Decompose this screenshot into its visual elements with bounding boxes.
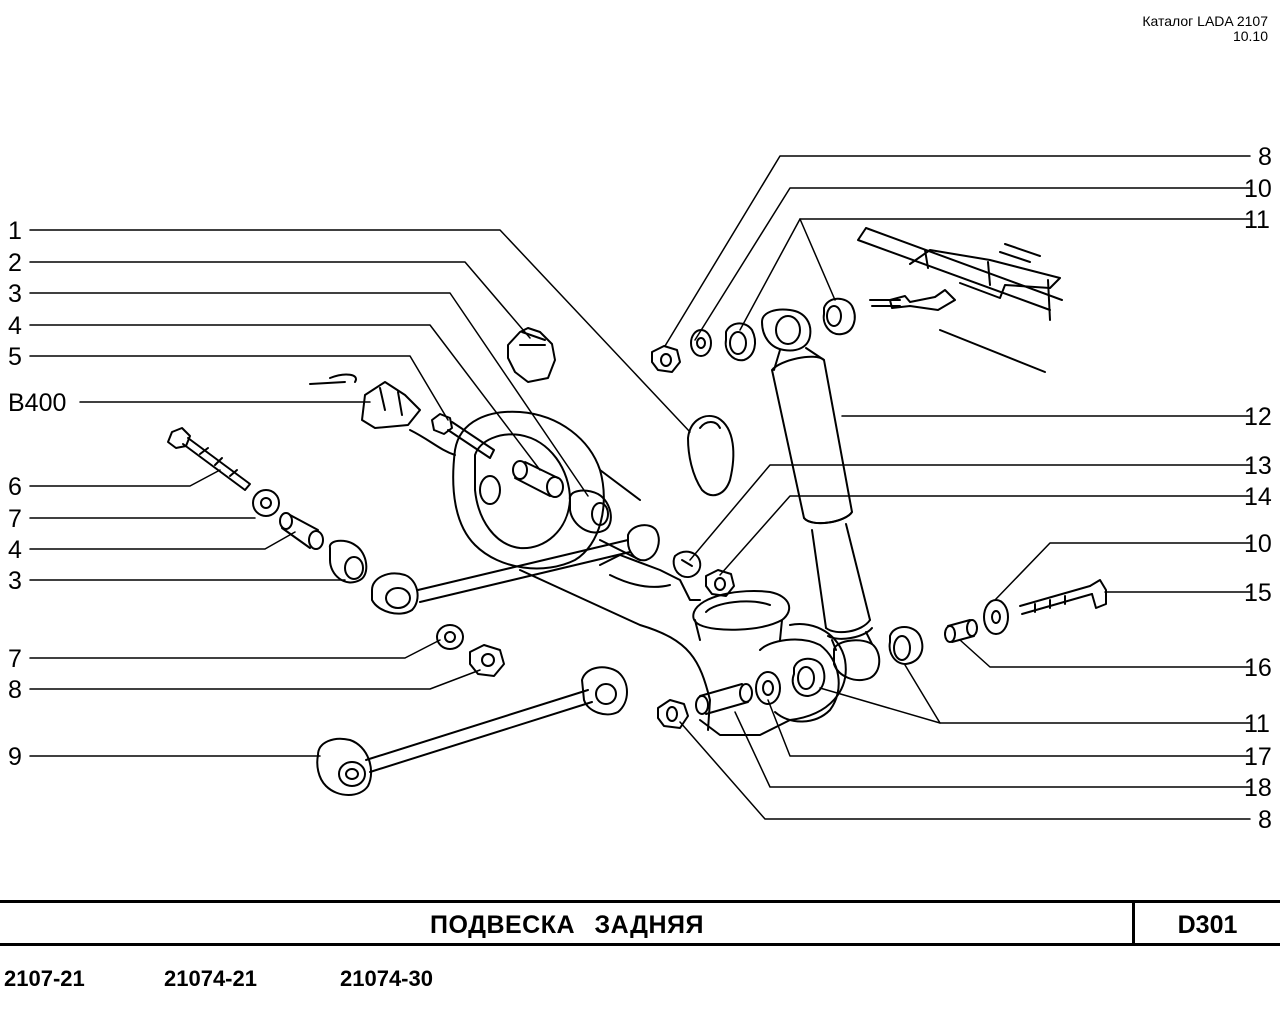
nut-8-left — [469, 644, 505, 677]
nut-13 — [672, 550, 702, 578]
callout-1: 1 — [8, 217, 22, 245]
catalog-version: 10.10 — [1232, 28, 1268, 44]
model-code: 21074-30 — [340, 966, 433, 991]
callout-5: 5 — [8, 343, 22, 371]
right-callout-labels: 8 10 11 12 13 14 10 15 16 11 17 18 8 — [1244, 143, 1272, 834]
suspension-diagram: 1 2 3 4 5 B400 6 7 4 3 7 8 9 8 10 11 12 … — [8, 143, 1272, 834]
left-callout-labels: 1 2 3 4 5 B400 6 7 4 3 7 8 9 — [8, 217, 66, 771]
washer-10-right — [983, 599, 1009, 635]
callout-10: 10 — [1244, 175, 1272, 203]
callout-12: 12 — [1244, 403, 1272, 431]
spacer-4-left — [279, 512, 324, 550]
callout-10b: 10 — [1244, 530, 1272, 558]
callout-b400: B400 — [8, 389, 66, 417]
bolt-6 — [167, 427, 251, 491]
page-title: ПОДВЕСКА ЗАДНЯЯ — [430, 911, 704, 939]
callout-15: 15 — [1244, 579, 1272, 607]
callout-3: 3 — [8, 280, 22, 308]
body-frame — [857, 227, 1063, 373]
callout-11: 11 — [1244, 206, 1270, 234]
callout-13: 13 — [1244, 452, 1272, 480]
callout-8: 8 — [8, 676, 22, 704]
callout-2: 2 — [8, 249, 22, 277]
callout-18: 18 — [1244, 774, 1272, 802]
bolt-15 — [1019, 579, 1107, 615]
washer-17 — [755, 671, 781, 705]
model-list: 2107-21 21074-21 21074-30 — [0, 966, 1280, 996]
catalog-name: Каталог LADA 2107 — [1142, 13, 1268, 29]
bushing-3-left — [328, 539, 368, 584]
washer-7-top — [252, 489, 280, 517]
bushing-3-top — [568, 489, 612, 534]
spacer-16 — [944, 619, 978, 643]
callout-4: 4 — [8, 312, 22, 340]
callout-7b: 7 — [8, 645, 22, 673]
callout-16: 16 — [1244, 654, 1272, 682]
catalog-header: Каталог LADA 2107 10.10 — [1142, 14, 1268, 44]
leader-lines — [29, 155, 1251, 820]
washer-10-top — [690, 329, 712, 357]
callout-4b: 4 — [8, 536, 22, 564]
bushing-11-bottom-left — [791, 657, 826, 697]
lateral-rod — [371, 524, 660, 615]
model-code: 21074-21 — [164, 966, 257, 991]
washer-7-bottom — [436, 624, 464, 650]
nut-8-top — [651, 345, 681, 373]
bushing-11-top-right — [822, 297, 856, 336]
callout-17: 17 — [1244, 743, 1272, 771]
bump-stop-small — [507, 327, 556, 383]
callout-7: 7 — [8, 505, 22, 533]
model-code: 2107-21 — [4, 966, 85, 991]
callout-11b: 11 — [1244, 710, 1270, 738]
spring-cup — [692, 590, 791, 641]
callout-8-bottom: 8 — [1258, 806, 1272, 834]
callout-9: 9 — [8, 743, 22, 771]
bushing-11-top-left — [724, 322, 757, 362]
callout-6: 6 — [8, 473, 22, 501]
axle-housing — [309, 373, 847, 736]
nut-14 — [705, 569, 735, 597]
spacer-18 — [695, 683, 753, 715]
bushing-11-bottom-right — [888, 626, 924, 665]
callout-14: 14 — [1244, 483, 1272, 511]
section-code: D301 — [1177, 911, 1238, 939]
title-divider — [1132, 903, 1135, 943]
callout-8-right: 8 — [1258, 143, 1272, 171]
bolt-5 — [431, 413, 495, 459]
bump-stop-large — [687, 415, 735, 497]
callout-3b: 3 — [8, 567, 22, 595]
title-bar: ПОДВЕСКА ЗАДНЯЯ D301 — [0, 900, 1280, 946]
nut-8-bottom — [657, 699, 689, 729]
lower-rod — [316, 666, 628, 796]
shock-absorber — [761, 308, 881, 682]
spacer-4-top — [512, 460, 564, 498]
